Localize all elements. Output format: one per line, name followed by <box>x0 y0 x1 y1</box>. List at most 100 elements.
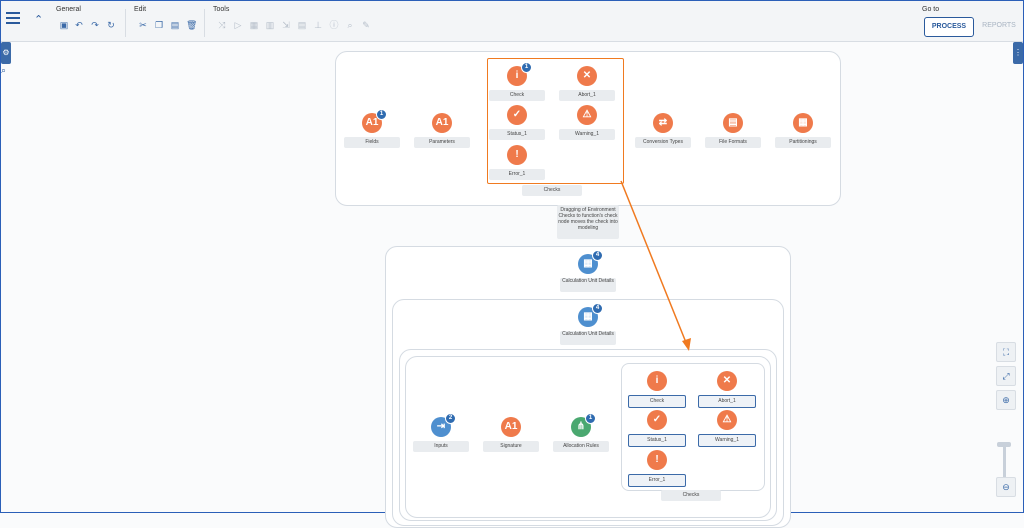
tools-group-label: Tools <box>213 6 230 13</box>
node-label: Warning_1 <box>698 434 756 447</box>
expand-icon[interactable]: ⤢ <box>996 366 1016 386</box>
copy-icon[interactable]: ❐ <box>154 20 164 30</box>
menu-icon[interactable] <box>6 12 20 24</box>
calc-unit-node[interactable]: ▦4 Calculation Unit Details <box>553 250 623 292</box>
inputs-node[interactable]: ⇥2 Inputs <box>406 413 476 452</box>
goto-group-label: Go to <box>922 6 940 13</box>
grid-icon[interactable]: ▦ <box>249 20 259 30</box>
edit-group-label: Edit <box>134 6 147 13</box>
info-icon: i <box>647 371 667 391</box>
checks-group-label: Checks <box>661 490 721 501</box>
node-label: Error_1 <box>628 474 686 487</box>
count-badge: 1 <box>376 109 387 120</box>
node-label: Abort_1 <box>698 395 756 408</box>
checks-group-label: Checks <box>522 185 582 196</box>
partition-icon: ▦ <box>793 113 813 133</box>
node-label: Signature <box>483 441 539 452</box>
abort-node[interactable]: ✕ Abort_1 <box>692 371 762 408</box>
hierarchy-icon[interactable]: ⊥ <box>314 20 322 30</box>
node-label: Status_1 <box>628 434 686 447</box>
node-label: Calculation Unit Details <box>560 278 616 292</box>
warning-node[interactable]: ⚠ Warning_1 <box>692 410 762 447</box>
warning-icon: ⚠ <box>717 410 737 430</box>
info-icon[interactable]: ⓘ <box>329 20 339 30</box>
node-label: Error_1 <box>489 169 545 180</box>
general-group-label: General <box>56 6 81 13</box>
count-badge: 1 <box>521 62 532 73</box>
warning-icon: ⚠ <box>577 105 597 125</box>
left-panel-toggle-icon[interactable]: ⚙ <box>1 42 11 64</box>
error-node[interactable]: ! Error_1 <box>482 145 552 180</box>
zoom-out-icon[interactable]: ⊖ <box>996 477 1016 497</box>
error-node[interactable]: ! Error_1 <box>622 450 692 487</box>
calc-unit-inner-node[interactable]: ▦4 Calculation Unit Details <box>553 303 623 345</box>
delete-icon[interactable]: 🗑 <box>186 20 198 30</box>
checkmark-icon: ✓ <box>647 410 667 430</box>
abort-node[interactable]: ✕ Abort_1 <box>552 66 622 101</box>
node-label: Calculation Unit Details <box>560 331 616 345</box>
table-icon[interactable]: ▥ <box>265 20 275 30</box>
process-button[interactable]: PROCESS <box>924 17 974 37</box>
warning-node[interactable]: ⚠ Warning_1 <box>552 105 622 140</box>
close-icon: ✕ <box>577 66 597 86</box>
zoom-slider[interactable] <box>1003 442 1006 478</box>
export-icon[interactable]: ⇲ <box>282 20 290 30</box>
fit-to-screen-icon[interactable]: ⛶ <box>996 342 1016 362</box>
zoom-slider-handle[interactable] <box>997 442 1011 447</box>
calculator-icon: ▦4 <box>578 250 603 274</box>
run-icon[interactable]: ▷ <box>234 20 242 30</box>
count-badge: 1 <box>585 413 596 424</box>
allocation-rules-node[interactable]: ⋔1 Allocation Rules <box>546 413 616 452</box>
conversion-types-node[interactable]: ⇄ Conversion Types <box>628 113 698 148</box>
cut-icon[interactable]: ✂ <box>139 20 147 30</box>
search-icon[interactable]: ⌕ <box>1 65 7 75</box>
refresh-icon[interactable]: ↻ <box>107 20 115 30</box>
drag-note: Dragging of Environment Checks to functi… <box>557 205 619 239</box>
error-icon: ! <box>647 450 667 470</box>
count-badge: 4 <box>592 303 603 314</box>
node-label: Parameters <box>414 137 470 148</box>
divider <box>204 9 205 37</box>
paste-icon[interactable]: ▤ <box>170 20 180 30</box>
zoom-in-icon[interactable]: ⊕ <box>996 390 1016 410</box>
divider <box>125 9 126 37</box>
node-label: Allocation Rules <box>553 441 609 452</box>
node-label: Fields <box>344 137 400 148</box>
signature-node[interactable]: A1 Signature <box>476 417 546 452</box>
edit-icon[interactable]: ✎ <box>362 20 370 30</box>
check-node[interactable]: i Check <box>622 371 692 408</box>
node-label: Check <box>628 395 686 408</box>
node-label: Warning_1 <box>559 129 615 140</box>
parameters-node[interactable]: A1 Parameters <box>407 113 477 148</box>
drag-arrow <box>620 180 691 351</box>
parameters-icon: A1 <box>432 113 452 133</box>
layout-icon[interactable]: ▤ <box>297 20 307 30</box>
save-icon[interactable]: ▣ <box>59 20 69 30</box>
node-label: Inputs <box>413 441 469 452</box>
node-label: Conversion Types <box>635 137 691 148</box>
status-node[interactable]: ✓ Status_1 <box>622 410 692 447</box>
search-doc-icon[interactable]: ⌕ <box>347 20 353 30</box>
node-label: Status_1 <box>489 129 545 140</box>
collapse-toolbar-icon[interactable]: ⌃ <box>34 14 44 26</box>
node-label: Check <box>489 90 545 101</box>
inputs-icon: ⇥2 <box>431 413 456 437</box>
count-badge: 2 <box>445 413 456 424</box>
redo-icon[interactable]: ↷ <box>91 20 99 30</box>
right-panel-toggle-icon[interactable]: ⋮ <box>1013 42 1023 64</box>
file-formats-node[interactable]: ▤ File Formats <box>698 113 768 148</box>
shuffle-icon[interactable]: ⤨ <box>218 20 226 30</box>
count-badge: 4 <box>592 250 603 261</box>
undo-icon[interactable]: ↶ <box>75 20 83 30</box>
partitionings-node[interactable]: ▦ Partitionings <box>768 113 838 148</box>
checks-highlight-box <box>487 58 624 184</box>
calculator-icon: ▦4 <box>578 303 603 327</box>
signature-icon: A1 <box>501 417 521 437</box>
reports-button[interactable]: REPORTS <box>982 22 1016 29</box>
status-node[interactable]: ✓ Status_1 <box>482 105 552 140</box>
conversion-icon: ⇄ <box>653 113 673 133</box>
